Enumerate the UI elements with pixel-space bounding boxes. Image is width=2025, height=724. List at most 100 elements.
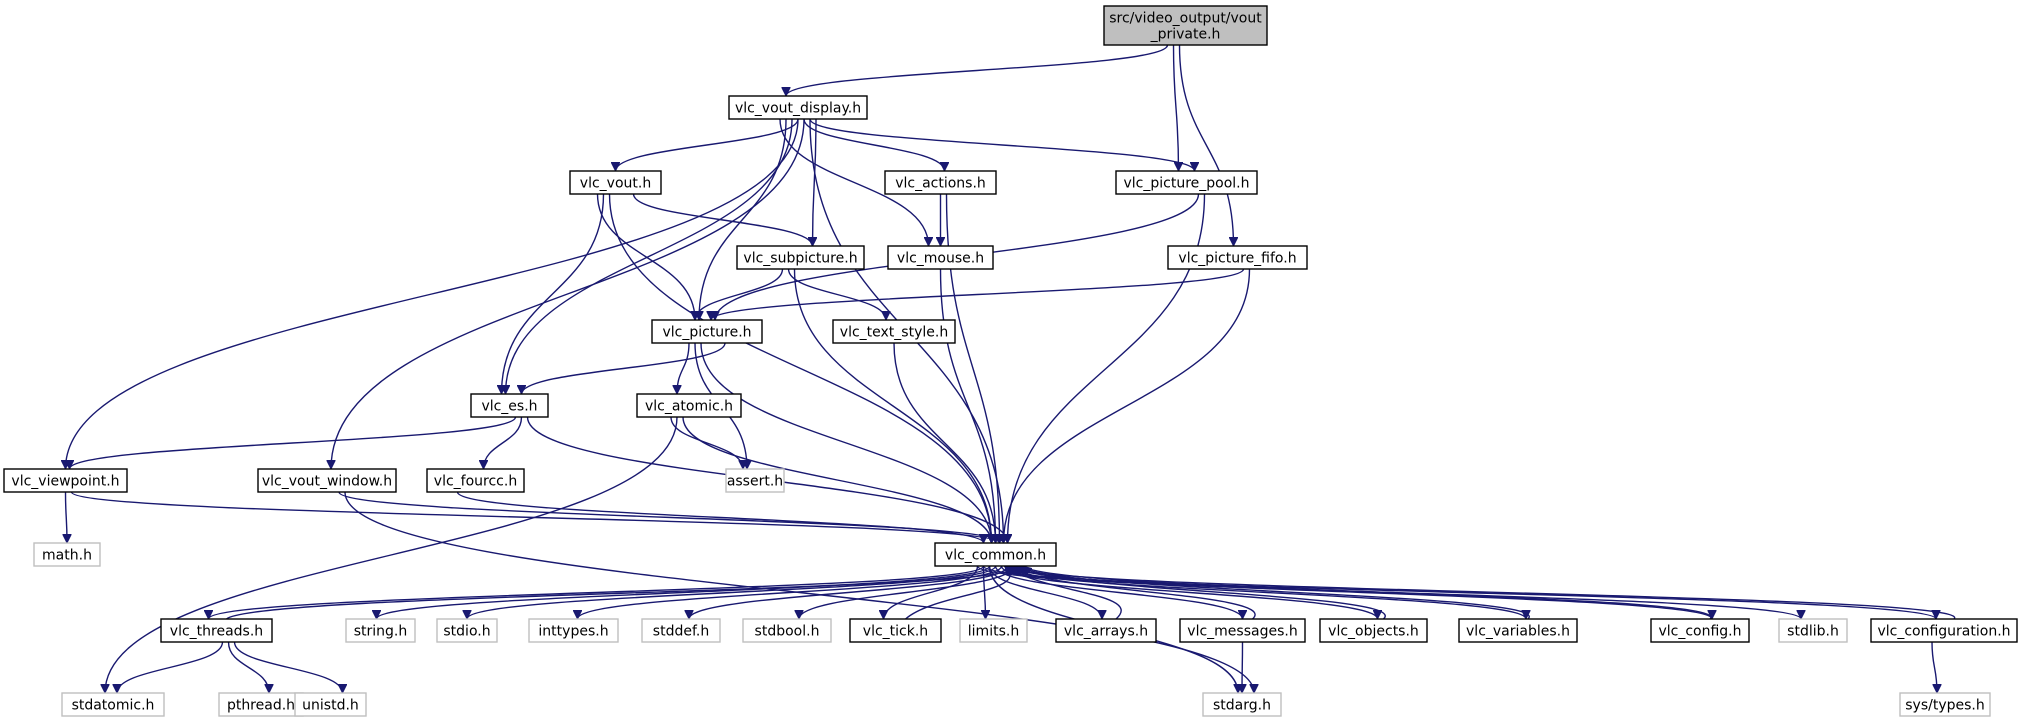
node-vlc-picture-fifo[interactable]: vlc_picture_fifo.h [1167, 245, 1308, 270]
node-box [641, 618, 721, 643]
node-vlc-actions[interactable]: vlc_actions.h [884, 170, 997, 195]
node-label: vlc_vout_display.h [735, 101, 861, 117]
edge-vlc_common-to-vlc_tick [884, 565, 979, 620]
node-vlc-tick[interactable]: vlc_tick.h [849, 618, 942, 643]
edge-vlc_vout_display-to-vlc_vout [616, 118, 799, 172]
node-math: math.h [33, 542, 101, 567]
node-vlc-arrays[interactable]: vlc_arrays.h [1055, 618, 1157, 643]
node-label: assert.h [727, 474, 783, 490]
node-vlc-threads[interactable]: vlc_threads.h [160, 618, 273, 643]
edge-vlc_atomic-to-assert [670, 416, 743, 470]
edge-vlc_viewpoint-to-math [66, 491, 68, 543]
node-label: vlc_es.h [481, 399, 537, 415]
node-vlc-fourcc[interactable]: vlc_fourcc.h [426, 468, 525, 493]
node-vlc-picture-pool[interactable]: vlc_picture_pool.h [1115, 170, 1258, 195]
node-assert: assert.h [725, 468, 785, 493]
node-vlc-variables[interactable]: vlc_variables.h [1458, 618, 1578, 643]
node-label: pthread.h [227, 698, 295, 714]
node-sys-types: sys/types.h [1899, 692, 1991, 717]
node-vlc-configuration[interactable]: vlc_configuration.h [1870, 618, 2018, 643]
node-box [934, 542, 1057, 567]
node-stddef: stddef.h [641, 618, 721, 643]
edge-vlc_vout-to-vlc_subpicture [632, 193, 813, 247]
node-label: vlc_configuration.h [1877, 624, 2010, 640]
node-box [1202, 692, 1282, 717]
node-vout-private[interactable]: src/video_output/vout_private.h [1103, 5, 1268, 46]
node-label: limits.h [968, 624, 1019, 640]
node-label: vlc_vout.h [580, 176, 651, 192]
node-vlc-objects[interactable]: vlc_objects.h [1319, 618, 1428, 643]
edge-vout_private-to-vlc_picture_fifo [1178, 44, 1234, 246]
edge-vlc_common-to-string [377, 565, 991, 620]
node-box [160, 618, 273, 643]
edge-vlc_vout_display-to-vlc_subpicture [813, 118, 817, 246]
node-vlc-messages[interactable]: vlc_messages.h [1179, 618, 1306, 643]
edge-vlc_viewpoint-to-vlc_common [70, 491, 1000, 544]
node-vlc-viewpoint[interactable]: vlc_viewpoint.h [3, 468, 128, 493]
node-label: vlc_subpicture.h [743, 251, 857, 267]
edge-vlc_vout_display-to-vlc_picture [699, 118, 787, 320]
node-label: vlc_fourcc.h [434, 474, 517, 490]
node-box [1179, 618, 1306, 643]
node-label: vlc_config.h [1658, 624, 1741, 640]
node-label: unistd.h [302, 698, 359, 714]
node-vlc-vout[interactable]: vlc_vout.h [569, 170, 662, 195]
edge-vlc_vout_display-to-vlc_viewpoint [66, 118, 799, 469]
node-box [470, 393, 549, 418]
node-box [651, 319, 763, 344]
node-label: _private.h [1150, 27, 1221, 43]
node-label: vlc_viewpoint.h [11, 474, 119, 490]
edge-vlc_configuration-to-vlc_common [1005, 566, 1955, 620]
edge-vlc_vout-to-vlc_es [502, 193, 605, 394]
edge-vlc_vout-to-vlc_common [608, 193, 992, 543]
node-box [294, 692, 367, 717]
node-box [1115, 170, 1258, 195]
node-vlc-config[interactable]: vlc_config.h [1650, 618, 1750, 643]
node-vlc-picture[interactable]: vlc_picture.h [651, 319, 763, 344]
edge-vlc_mouse-to-vlc_common [939, 268, 996, 543]
node-label: stdbool.h [755, 624, 820, 640]
node-label: vlc_arrays.h [1064, 624, 1148, 640]
edges [66, 44, 1955, 694]
node-stdarg: stdarg.h [1202, 692, 1282, 717]
node-label: vlc_atomic.h [645, 399, 733, 415]
node-label: stdlib.h [1787, 624, 1839, 640]
edge-vlc_es-to-vlc_fourcc [484, 416, 523, 470]
node-label: src/video_output/vout [1109, 11, 1262, 27]
node-label: vlc_picture_fifo.h [1178, 251, 1296, 267]
node-vlc-atomic[interactable]: vlc_atomic.h [636, 393, 742, 418]
node-label: vlc_mouse.h [897, 251, 984, 267]
node-box [569, 170, 662, 195]
node-vlc-subpicture[interactable]: vlc_subpicture.h [736, 245, 865, 270]
node-box [1167, 245, 1308, 270]
node-label: inttypes.h [538, 624, 608, 640]
edge-vlc_picture_fifo-to-vlc_common [1004, 268, 1251, 543]
node-box [1055, 618, 1157, 643]
node-box [1899, 692, 1991, 717]
edge-vlc_vout_display-to-vlc_picture_pool [809, 118, 1195, 172]
edge-vlc_common-to-vlc_messages [994, 565, 1243, 620]
node-box [528, 618, 619, 643]
node-vlc-es[interactable]: vlc_es.h [470, 393, 549, 418]
node-box [736, 245, 865, 270]
node-box [884, 170, 997, 195]
node-pthread: pthread.h [218, 692, 304, 717]
node-vlc-mouse[interactable]: vlc_mouse.h [887, 245, 994, 270]
node-box [1870, 618, 2018, 643]
node-vlc-text-style[interactable]: vlc_text_style.h [832, 319, 956, 344]
node-box [725, 468, 785, 493]
edge-vlc_common-to-vlc_config [1012, 565, 1713, 620]
edge-vlc_atomic-to-stdatomic [105, 416, 678, 693]
node-vlc-vout-window[interactable]: vlc_vout_window.h [257, 468, 397, 493]
node-vlc-vout-display[interactable]: vlc_vout_display.h [728, 95, 868, 120]
node-box [436, 618, 498, 643]
edge-vlc_picture-to-vlc_es [522, 342, 726, 395]
node-box [257, 468, 397, 493]
edge-vlc_common-to-vlc_configuration [982, 565, 1937, 620]
node-vlc-common[interactable]: vlc_common.h [934, 542, 1057, 567]
nodes: src/video_output/vout_private.h vlc_vout_… [3, 5, 2018, 717]
edge-vlc_fourcc-to-vlc_common [456, 491, 984, 544]
edge-vlc_picture_fifo-to-vlc_picture [711, 268, 1245, 321]
node-box [849, 618, 942, 643]
